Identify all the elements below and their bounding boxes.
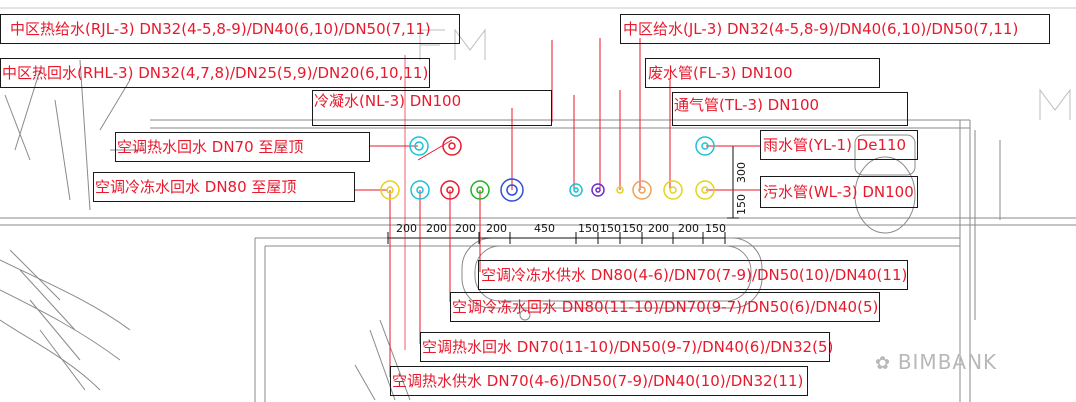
label-hot-return: 空调热水回水 DN70(11-10)/DN50(9-7)/DN40(6)/DN3… [422, 338, 834, 356]
label-box-wl3 [760, 176, 918, 208]
dim-h-9: 200 [678, 222, 699, 235]
pipe-hot-supply [380, 180, 400, 200]
label-box-hot-supply [390, 366, 808, 396]
dim-h-6: 150 [600, 222, 621, 235]
label-box-chilled-return-roof [93, 172, 355, 202]
dim-v-1: 150 [735, 194, 748, 215]
label-rjl3: 中区热给水(RJL-3) DN32(4-5,8-9)/DN40(6,10)/DN… [10, 20, 431, 38]
label-tl3: 通气管(TL-3) DN100 [674, 96, 820, 114]
label-box-hot-return [420, 332, 830, 362]
label-chilled-return: 空调冷冻水回水 DN80(11-10)/DN70(9-7)/DN50(6)/DN… [452, 298, 879, 316]
label-wl3: 污水管(WL-3) DN100 [763, 183, 914, 201]
dim-h-8: 200 [648, 222, 669, 235]
label-hot-supply: 空调热水供水 DN70(4-6)/DN50(7-9)/DN40(10)/DN32… [392, 372, 804, 390]
label-box-chilled-supply [478, 260, 908, 290]
label-box-rjl3 [0, 14, 460, 44]
pipe-hot-return [410, 180, 430, 200]
label-rhl3: 中区热回水(RHL-3) DN32(4,7,8)/DN25(5,9)/DN20(… [2, 64, 429, 82]
pipe-hot-water-return [591, 183, 605, 197]
pipe-condensate [500, 178, 524, 202]
pipe-hot-water-supply [569, 183, 583, 197]
label-chilled-return-roof: 空调冷冻水回水 DN80 至屋顶 [95, 178, 297, 196]
dim-h-3: 200 [486, 222, 507, 235]
dim-v-0: 300 [735, 162, 748, 183]
pipe-sewage [695, 180, 715, 200]
pipe-rain-top [695, 136, 715, 156]
dim-h-0: 200 [396, 222, 417, 235]
dim-h-10: 150 [705, 222, 726, 235]
label-box-jl3 [620, 14, 1050, 44]
dim-h-7: 150 [622, 222, 643, 235]
label-box-rhl3 [0, 58, 430, 88]
label-box-tl3 [672, 92, 908, 126]
dim-h-5: 150 [578, 222, 599, 235]
label-box-chilled-return [450, 292, 880, 322]
watermark: ✿ BIMBANK [875, 350, 997, 374]
label-chilled-supply: 空调冷冻水供水 DN80(4-6)/DN70(7-9)/DN50(10)/DN4… [481, 266, 908, 284]
pipe-hot-return-top [409, 136, 429, 156]
watermark-text: BIMBANK [897, 350, 998, 374]
pipe-waste [632, 180, 652, 200]
label-fl3: 废水管(FL-3) DN100 [648, 64, 793, 82]
label-nl3: 冷凝水(NL-3) DN100 [314, 92, 462, 110]
label-box-yl1 [760, 130, 918, 160]
pipe-chilled-return [470, 180, 490, 200]
pipe-chilled-supply [440, 180, 460, 200]
label-hot-return-roof: 空调热水回水 DN70 至屋顶 [117, 138, 304, 156]
pipe-chilled-return-top [442, 136, 462, 156]
label-jl3: 中区给水(JL-3) DN32(4-5,8-9)/DN40(6,10)/DN50… [623, 20, 1019, 38]
label-box-fl3 [645, 58, 880, 88]
pipe-vent-small [616, 186, 624, 194]
label-box-hot-return-roof [115, 132, 370, 162]
label-box-nl3 [312, 90, 552, 126]
dim-h-2: 200 [455, 222, 476, 235]
dim-h-4: 450 [534, 222, 555, 235]
dim-h-1: 200 [426, 222, 447, 235]
watermark-logo-icon: ✿ [875, 353, 898, 374]
label-yl1: 雨水管(YL-1) De110 [763, 136, 907, 154]
pipe-vent [663, 180, 683, 200]
